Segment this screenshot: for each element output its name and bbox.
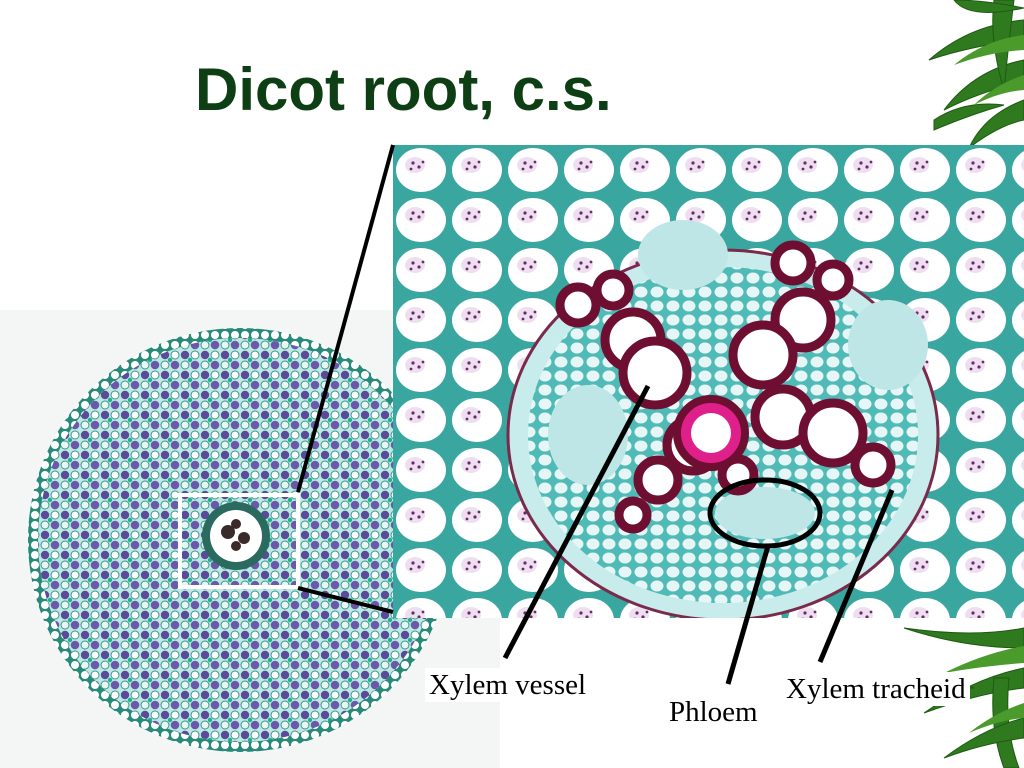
magnified-stele-micrograph xyxy=(393,145,1024,618)
label-phloem: Phloem xyxy=(665,695,762,729)
slide-title: Dicot root, c.s. xyxy=(195,56,612,123)
bamboo-leaves-decoration-top xyxy=(928,0,1024,149)
label-xylem-vessel: Xylem vessel xyxy=(425,668,591,702)
label-xylem-tracheid: Xylem tracheid xyxy=(782,672,970,706)
magnification-box xyxy=(178,493,300,589)
